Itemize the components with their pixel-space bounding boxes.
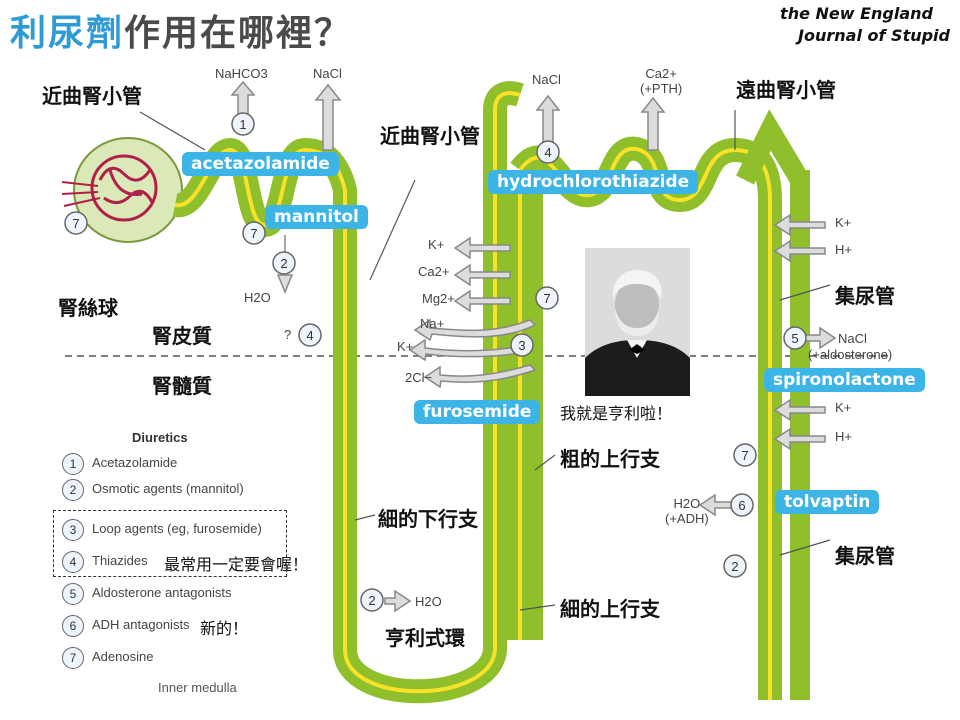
ion-k-cd2: K+ — [835, 400, 852, 415]
ion-h2o-loop: H2O — [415, 594, 442, 609]
leader-lines — [139, 110, 831, 611]
label-thin-descending: 細的下行支 — [378, 507, 478, 531]
legend-highlight-box — [53, 510, 287, 577]
ion-nahco3: NaHCO3 — [215, 66, 268, 81]
legend-label: Aldosterone antagonists — [92, 585, 232, 600]
label-henle-loop: 亨利式環 — [385, 626, 465, 650]
journal-logo: the New England Journal of Stupid — [780, 3, 950, 47]
legend-item: 5 Aldosterone antagonists — [62, 580, 262, 606]
ion-aldosterone: (+aldosterone) — [808, 347, 893, 362]
journal-logo-line1: the New England — [780, 4, 933, 23]
drug-spironolactone: spironolactone — [764, 368, 925, 392]
label-dct: 遠曲腎小管 — [736, 78, 836, 102]
legend-list: 1 Acetazolamide 2 Osmotic agents (mannitol… — [62, 450, 262, 670]
ion-k-cd1: K+ — [835, 215, 852, 230]
legend-title: Diuretics — [132, 430, 188, 445]
legend-number: 7 — [62, 646, 84, 669]
ion-h2o-pct: H2O — [244, 290, 271, 305]
label-thin-ascending: 細的上行支 — [560, 597, 660, 621]
legend-label: Thiazides — [92, 553, 148, 568]
drug-hydrochlorothiazide: hydrochlorothiazide — [488, 170, 699, 194]
legend-item: 1 Acetazolamide — [62, 450, 262, 476]
label-collecting-duct-lower: 集尿管 — [835, 544, 895, 568]
ion-adh-cond: (+ADH) — [665, 511, 709, 526]
label-pct-left: 近曲腎小管 — [42, 84, 142, 108]
drug-acetazolamide: acetazolamide — [182, 152, 339, 176]
legend-item: 2 Osmotic agents (mannitol) — [62, 476, 262, 502]
ion-ca-pth-cond: (+PTH) — [640, 81, 683, 96]
legend-number: 6 — [62, 614, 84, 637]
label-collecting-duct-upper: 集尿管 — [835, 284, 895, 308]
title-highlight: 利尿劑 — [10, 13, 125, 54]
ion-nacl-pct: NaCl — [313, 66, 342, 81]
legend-number: 5 — [62, 582, 84, 605]
ion-mg: Mg2+ — [422, 291, 455, 306]
legend-footer: Inner medulla — [158, 680, 237, 695]
label-thick-ascending: 粗的上行支 — [560, 447, 660, 471]
legend-label: Osmotic agents (mannitol) — [92, 481, 244, 496]
legend-number: 3 — [62, 518, 84, 541]
drug-furosemide: furosemide — [414, 400, 541, 424]
legend-label: Acetazolamide — [92, 455, 178, 470]
legend-number: 2 — [62, 478, 84, 501]
legend-label: Loop agents (eg, furosemide) — [92, 521, 262, 536]
note-adh: 新的！ — [200, 619, 249, 638]
ion-cl: 2Cl− — [405, 370, 433, 385]
note-henle-quote: 我就是亨利啦！ — [560, 404, 673, 423]
page-title: 利尿劑作用在哪裡？ — [10, 4, 352, 56]
ion-h-cd2: H+ — [835, 429, 852, 444]
note-thiazide: 最常用一定要會喔！ — [164, 555, 309, 574]
glomerulus — [61, 137, 183, 243]
ion-question: ? — [284, 327, 292, 342]
legend-number: 4 — [62, 550, 84, 573]
legend-label: ADH antagonists — [92, 617, 190, 632]
ion-ca-pth: Ca2+ (+PTH) — [640, 66, 682, 96]
drug-mannitol: mannitol — [265, 205, 368, 229]
label-cortex: 腎皮質 — [152, 324, 212, 348]
ion-h2o-cd: H2O — [673, 496, 701, 511]
drug-tolvaptan: tolvaptin — [775, 490, 880, 514]
ion-h2o-adh: H2O (+ADH) — [665, 496, 709, 526]
journal-logo-line2: Journal of Stupid — [798, 26, 950, 45]
label-pct-mid: 近曲腎小管 — [380, 124, 480, 148]
ion-k1: K+ — [428, 237, 445, 252]
ion-h-cd1: H+ — [835, 242, 852, 257]
title-rest: 作用在哪裡？ — [124, 13, 353, 54]
ion-k2: K+ — [397, 339, 414, 354]
legend-item: 6 ADH antagonists — [62, 612, 262, 638]
ion-ca: Ca2+ — [418, 264, 450, 279]
ion-nacl-cd: NaCl — [838, 331, 867, 346]
legend-item: 3 Loop agents (eg, furosemide) — [62, 516, 262, 542]
ion-nacl-dct: NaCl — [532, 72, 561, 87]
transport-arrows — [230, 80, 837, 613]
ion-ca-pth-ion: Ca2+ — [645, 66, 677, 81]
portrait-image — [585, 248, 690, 396]
legend-item: 4 Thiazides — [62, 548, 262, 574]
label-medulla: 腎髓質 — [152, 374, 212, 398]
label-glomerulus: 腎絲球 — [58, 296, 118, 320]
legend-label: Adenosine — [92, 649, 154, 664]
legend-number: 1 — [62, 452, 84, 475]
ion-na: Na+ — [420, 316, 445, 331]
legend-item: 7 Adenosine — [62, 644, 262, 670]
henle-portrait — [585, 248, 690, 396]
